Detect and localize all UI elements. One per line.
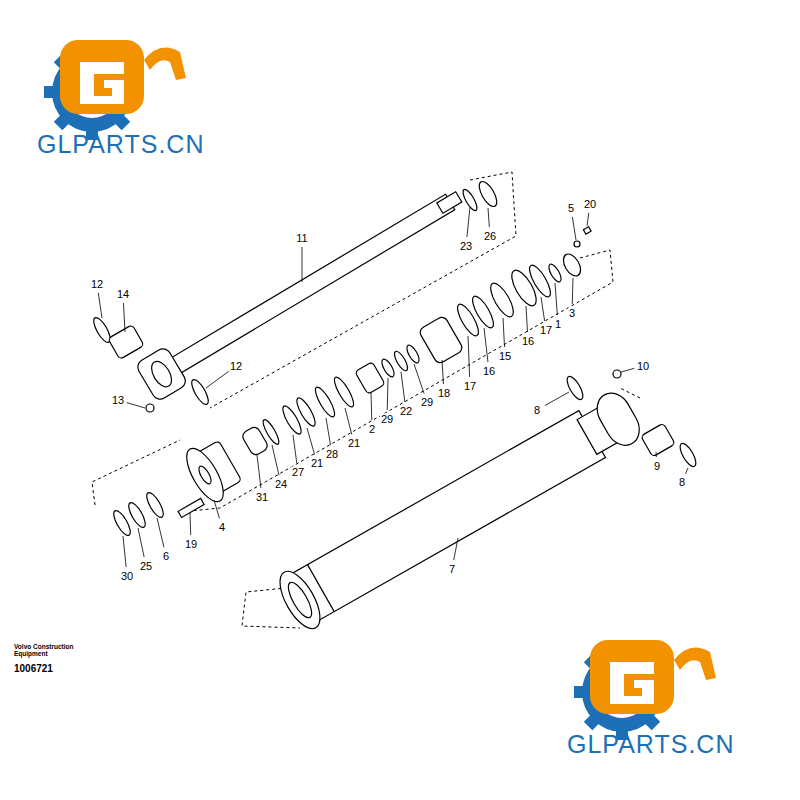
logo-mark xyxy=(574,640,716,740)
callout-number: 8 xyxy=(678,477,686,488)
callout-number: 12 xyxy=(90,279,104,290)
callout-number: 16 xyxy=(482,366,496,377)
leader-line xyxy=(123,536,126,567)
leader-line xyxy=(484,328,488,362)
leader-line xyxy=(454,538,458,560)
callout-number: 17 xyxy=(539,325,553,336)
leader-line xyxy=(467,207,470,237)
callout-number: 29 xyxy=(420,397,434,408)
callout-number: 16 xyxy=(521,336,535,347)
leader-line xyxy=(526,306,527,332)
leader-line xyxy=(157,518,164,547)
leader-line xyxy=(387,378,389,410)
leader-line xyxy=(302,247,303,282)
drawing-number: 1006721 xyxy=(14,664,53,674)
leader-line xyxy=(123,303,125,332)
callout-number: 19 xyxy=(184,539,198,550)
callout-number: 14 xyxy=(116,289,130,300)
leader-line xyxy=(656,452,657,457)
callout-number: 3 xyxy=(568,308,576,319)
callout-number: 24 xyxy=(274,479,288,490)
callout-number: 21 xyxy=(347,438,361,449)
leader-line xyxy=(257,455,261,488)
callout-number: 4 xyxy=(218,522,226,533)
leader-line xyxy=(307,428,315,454)
cylinder-tube xyxy=(272,370,699,635)
leader-line xyxy=(127,403,145,408)
leader-line xyxy=(293,435,297,463)
leader-line xyxy=(190,513,192,535)
leader-line xyxy=(488,208,489,227)
callout-number: 31 xyxy=(255,492,269,503)
callout-number: 22 xyxy=(399,406,413,417)
leader-line xyxy=(371,392,373,420)
callout-number: 21 xyxy=(310,458,324,469)
callout-number: 12 xyxy=(229,361,243,372)
leader-line xyxy=(414,364,424,393)
leader-line xyxy=(541,297,545,321)
leader-line xyxy=(214,500,219,518)
leader-line xyxy=(401,372,405,402)
leader-line xyxy=(503,318,505,347)
rod-parts xyxy=(91,179,501,412)
leader-line xyxy=(572,217,576,240)
leader-line xyxy=(572,278,574,304)
leader-line xyxy=(326,418,331,445)
leader-line xyxy=(138,528,144,557)
logo-mark xyxy=(44,40,186,140)
callout-number: 1 xyxy=(554,319,562,330)
callout-number: 13 xyxy=(111,395,125,406)
leader-line xyxy=(98,293,102,318)
callout-number: 2 xyxy=(368,424,376,435)
callout-number: 8 xyxy=(533,405,541,416)
callout-number: 26 xyxy=(483,231,497,242)
callout-number: 15 xyxy=(498,351,512,362)
watermark-text: GLPARTS.CN xyxy=(37,132,204,157)
leader-line xyxy=(587,213,589,226)
callout-number: 28 xyxy=(325,449,339,460)
leader-line xyxy=(621,368,634,372)
callout-number: 25 xyxy=(139,561,153,572)
leader-line xyxy=(272,445,279,475)
piston-rod xyxy=(135,178,470,402)
callout-number: 30 xyxy=(120,571,134,582)
watermark-text: GLPARTS.CN xyxy=(567,732,734,757)
callout-number: 5 xyxy=(567,203,575,214)
leader-line xyxy=(686,468,688,474)
callout-number: 11 xyxy=(295,233,308,244)
callout-number: 27 xyxy=(291,467,305,478)
leader-line xyxy=(345,408,352,434)
callout-number: 10 xyxy=(636,361,650,372)
leader-line xyxy=(555,283,557,315)
callout-number: 6 xyxy=(162,551,170,562)
callout-number: 18 xyxy=(437,388,451,399)
source-note: Volvo Construction Equipment xyxy=(14,643,84,657)
leader-line xyxy=(545,392,569,406)
leader-line xyxy=(206,371,229,388)
group-outline xyxy=(92,172,640,628)
callout-number: 7 xyxy=(448,564,456,575)
callout-number: 17 xyxy=(463,381,477,392)
callout-number: 23 xyxy=(459,241,473,252)
leader-lines xyxy=(98,207,688,567)
callout-number: 20 xyxy=(583,199,597,210)
callout-number: 9 xyxy=(653,461,661,472)
leader-line xyxy=(468,336,470,377)
leader-line xyxy=(442,360,443,384)
callout-number: 29 xyxy=(380,414,394,425)
